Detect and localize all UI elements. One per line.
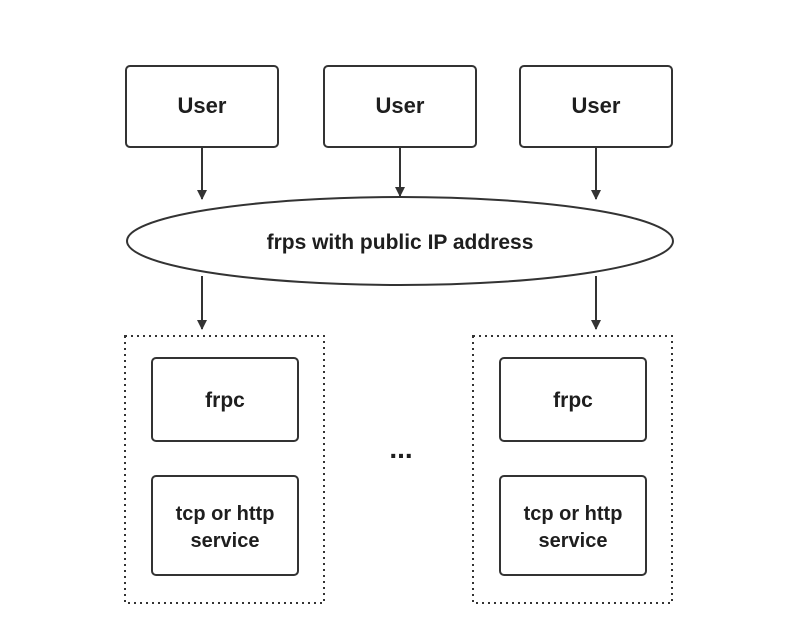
frpc-label: frpc — [205, 389, 245, 412]
user-label: User — [572, 93, 621, 118]
frpc-label: frpc — [553, 389, 593, 412]
user-node-3: User — [519, 65, 673, 148]
more-clients-ellipsis: ... — [389, 433, 412, 464]
frpc-node: frpc — [151, 357, 299, 442]
service-label-line2: service — [191, 530, 260, 552]
service-label-line1: tcp or http — [176, 503, 275, 525]
service-label-line1: tcp or http — [524, 503, 623, 525]
user-node-1: User — [125, 65, 279, 148]
client-container-border — [124, 335, 325, 604]
service-node: tcp or http service — [151, 475, 299, 576]
client-group-1: frpc tcp or http service — [124, 335, 325, 604]
client-container-border — [472, 335, 673, 604]
service-label-line2: service — [539, 530, 608, 552]
user-label: User — [376, 93, 425, 118]
frpc-node: frpc — [499, 357, 647, 442]
service-node: tcp or http service — [499, 475, 647, 576]
frps-label: frps with public IP address — [267, 231, 534, 254]
user-node-2: User — [323, 65, 477, 148]
client-group-2: frpc tcp or http service — [472, 335, 673, 604]
frps-server-node: frps with public IP address — [126, 196, 674, 286]
user-label: User — [178, 93, 227, 118]
